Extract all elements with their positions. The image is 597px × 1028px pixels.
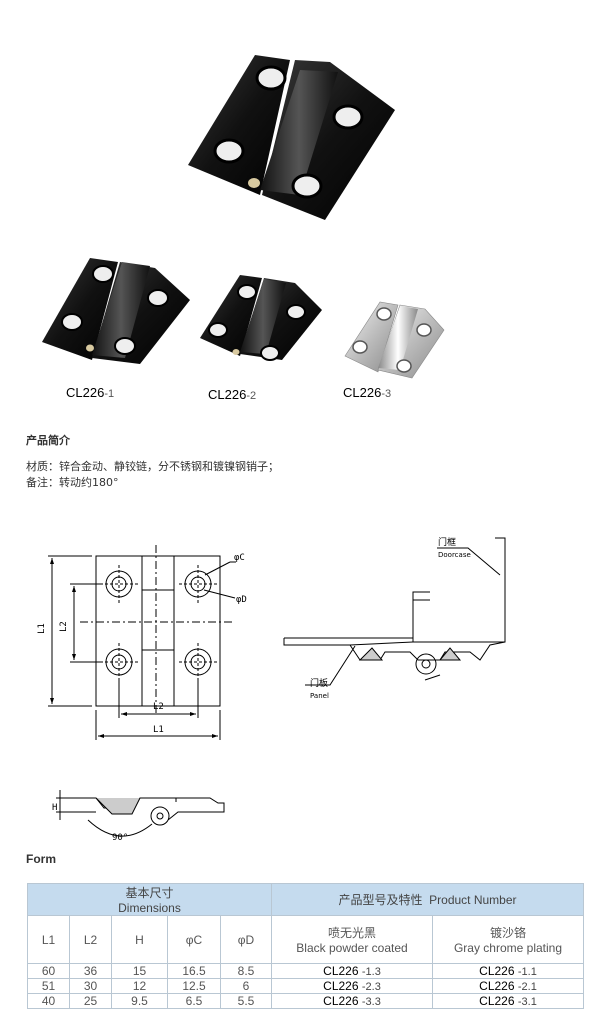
- cell-black-code: CL226 -3.3: [271, 993, 433, 1009]
- code: CL226: [323, 979, 359, 993]
- cell-h: 9.5: [111, 993, 168, 1009]
- dim-l2-horizontal-label: L2: [153, 702, 164, 712]
- pn-cn: 产品型号及特性: [338, 893, 423, 907]
- table-row: 40 25 9.5 6.5 5.5 CL226 -3.3 CL226 -3.1: [27, 993, 584, 1009]
- chrome-en: Gray chrome plating: [453, 941, 563, 955]
- variant-code: CL226: [66, 385, 105, 400]
- variant-suffix: -3: [381, 388, 392, 400]
- cell-l2: 30: [69, 978, 112, 994]
- dim-l2-vertical-label: L2: [59, 621, 69, 632]
- hinge-photo-cl226-1: [42, 258, 190, 364]
- cell-chrome-code: CL226 -3.1: [432, 993, 584, 1009]
- panel-cn-label: 门板: [310, 677, 328, 689]
- dim-angle-label: 90°: [112, 833, 128, 843]
- suffix: -3.1: [517, 996, 537, 1008]
- code: CL226: [479, 964, 515, 978]
- variant-label-3: CL226-3: [343, 385, 391, 400]
- dims-en: Dimensions: [118, 901, 181, 915]
- cell-phi-d: 8.5: [220, 963, 272, 979]
- cell-l1: 51: [27, 978, 70, 994]
- hinge-photo-cl226-2: [200, 275, 322, 361]
- intro-title: 产品简介: [26, 434, 70, 447]
- cell-l2: 25: [69, 993, 112, 1009]
- variant-label-1: CL226-1: [66, 385, 114, 400]
- variant-suffix: -1: [104, 388, 115, 400]
- dim-l1-horizontal-label: L1: [153, 725, 164, 735]
- hinge-photo-large: [188, 55, 395, 220]
- suffix: -2.1: [517, 981, 537, 993]
- cell-phi-c: 16.5: [167, 963, 221, 979]
- cell-black-code: CL226 -1.3: [271, 963, 433, 979]
- cell-h: 15: [111, 963, 168, 979]
- variant-code: CL226: [208, 387, 247, 402]
- cell-phi-d: 6: [220, 978, 272, 994]
- variant-label-2: CL226-2: [208, 387, 256, 402]
- cell-l1: 40: [27, 993, 70, 1009]
- chrome-cn: 镀沙铬: [489, 926, 526, 940]
- col-black: 喷无光黑 Black powder coated: [271, 915, 433, 964]
- technical-drawing: φC φD L1 L2 L2 L1 H 90° 门框 Doorcase 门板 P…: [37, 536, 506, 843]
- material-text: 材质：锌合金动、静铰链，分不锈钢和镀镍钢销子；: [26, 460, 279, 473]
- suffix: -3.3: [361, 996, 381, 1008]
- table-row: 60 36 15 16.5 8.5 CL226 -1.3 CL226 -1.1: [27, 963, 584, 979]
- variant-suffix: -2: [246, 390, 257, 402]
- black-en: Black powder coated: [296, 941, 408, 955]
- dims-cn: 基本尺寸: [125, 886, 174, 900]
- hinge-photo-cl226-3: [344, 301, 445, 379]
- cell-l2: 36: [69, 963, 112, 979]
- doorframe-en-label: Doorcase: [438, 551, 471, 559]
- product-photos: [42, 55, 445, 379]
- remark-text: 备注：转动约180°: [26, 476, 119, 489]
- suffix: -1.3: [361, 966, 381, 978]
- doorframe-cn-label: 门框: [438, 536, 456, 548]
- black-cn: 喷无光黑: [327, 926, 376, 940]
- pn-header: 产品型号及特性 Product Number: [271, 883, 584, 916]
- pn-en: Product Number: [429, 893, 517, 907]
- suffix: -1.1: [517, 966, 537, 978]
- suffix: -2.3: [361, 981, 381, 993]
- col-l2: L2: [69, 915, 112, 964]
- col-h: H: [111, 915, 168, 964]
- dim-l1-vertical-label: L1: [37, 623, 47, 634]
- dim-h-label: H: [52, 803, 57, 813]
- spec-table: 基本尺寸 Dimensions 产品型号及特性 Product Number L…: [27, 883, 584, 1009]
- col-chrome: 镀沙铬 Gray chrome plating: [432, 915, 584, 964]
- code: CL226: [479, 994, 515, 1008]
- cell-chrome-code: CL226 -2.1: [432, 978, 584, 994]
- cell-phi-c: 12.5: [167, 978, 221, 994]
- cell-h: 12: [111, 978, 168, 994]
- col-phi-d: φD: [220, 915, 272, 964]
- cell-chrome-code: CL226 -1.1: [432, 963, 584, 979]
- dims-header: 基本尺寸 Dimensions: [27, 883, 272, 916]
- cell-phi-c: 6.5: [167, 993, 221, 1009]
- cell-phi-d: 5.5: [220, 993, 272, 1009]
- code: CL226: [323, 994, 359, 1008]
- col-phi-c: φC: [167, 915, 221, 964]
- col-l1: L1: [27, 915, 70, 964]
- cell-black-code: CL226 -2.3: [271, 978, 433, 994]
- code: CL226: [479, 979, 515, 993]
- variant-code: CL226: [343, 385, 382, 400]
- code: CL226: [323, 964, 359, 978]
- dim-phi-c-label: φC: [234, 553, 245, 563]
- table-row: 51 30 12 12.5 6 CL226 -2.3 CL226 -2.1: [27, 978, 584, 994]
- form-title: Form: [26, 852, 56, 866]
- cell-l1: 60: [27, 963, 70, 979]
- panel-en-label: Panel: [310, 692, 329, 700]
- dim-phi-d-label: φD: [236, 595, 247, 605]
